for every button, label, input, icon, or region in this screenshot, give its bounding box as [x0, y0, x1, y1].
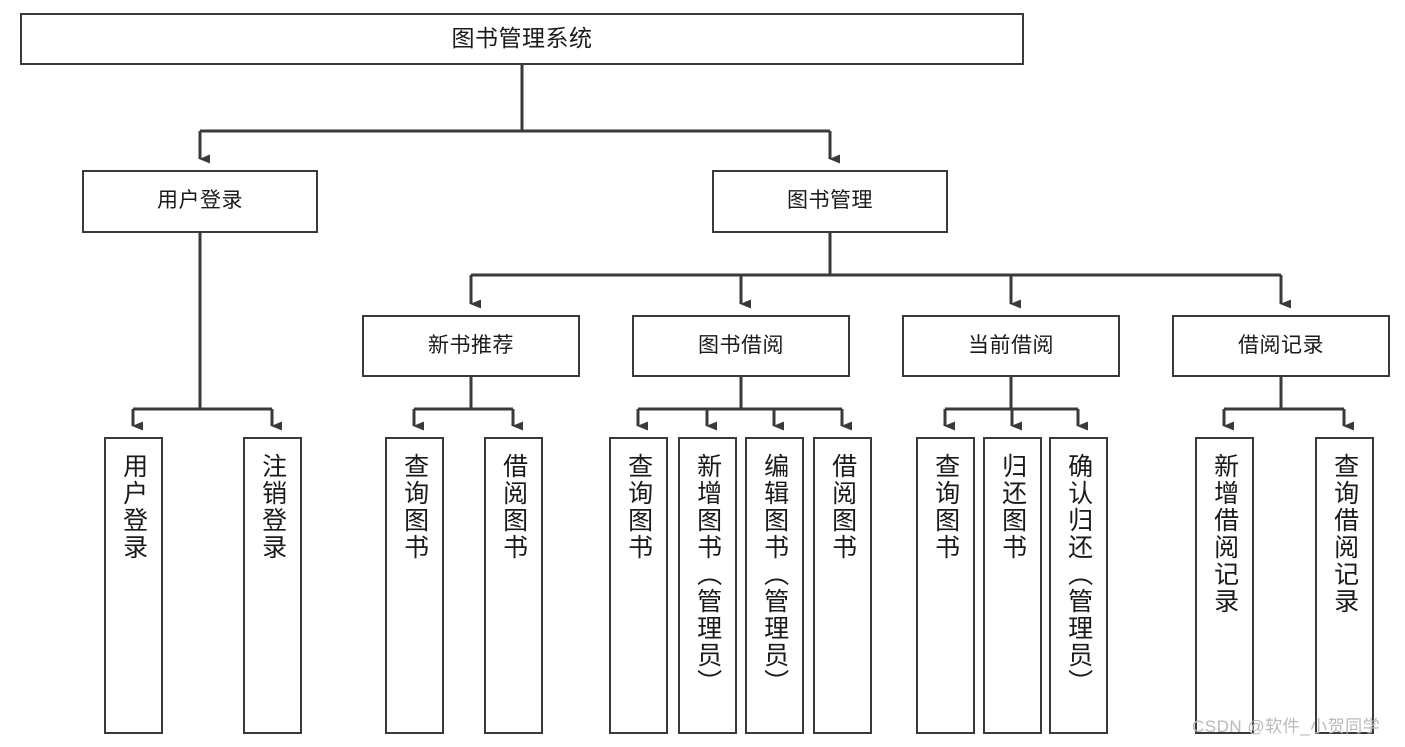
node-leaf-add-book[interactable]: 新增图书（管理员） — [678, 437, 737, 734]
node-leaf-user-logout[interactable]: 注销登录 — [243, 437, 302, 734]
node-leaf-confirm-return-label: 确认归还（管理员） — [1064, 453, 1093, 696]
node-book-borrow[interactable]: 图书借阅 — [632, 315, 850, 377]
node-leaf-return-book[interactable]: 归还图书 — [983, 437, 1042, 734]
node-current-borrow[interactable]: 当前借阅 — [902, 315, 1120, 377]
node-borrow-record-label: 借阅记录 — [1238, 333, 1324, 357]
node-new-book-recommend-label: 新书推荐 — [428, 333, 514, 357]
node-leaf-borrow-book-1-label: 借阅图书 — [499, 453, 528, 561]
node-current-borrow-label: 当前借阅 — [968, 333, 1054, 357]
node-borrow-record[interactable]: 借阅记录 — [1172, 315, 1390, 377]
node-leaf-query-book-2-label: 查询图书 — [624, 453, 653, 561]
node-root[interactable]: 图书管理系统 — [20, 13, 1024, 65]
node-leaf-query-book-3-label: 查询图书 — [931, 453, 960, 561]
node-leaf-add-borrow-record-label: 新增借阅记录 — [1210, 453, 1239, 615]
node-leaf-add-book-label: 新增图书（管理员） — [693, 453, 722, 696]
node-leaf-query-book-3[interactable]: 查询图书 — [916, 437, 975, 734]
node-leaf-user-login-label: 用户登录 — [119, 453, 148, 561]
node-leaf-query-book-1-label: 查询图书 — [400, 453, 429, 561]
node-book-borrow-label: 图书借阅 — [698, 333, 784, 357]
node-leaf-query-book-1[interactable]: 查询图书 — [385, 437, 444, 734]
node-leaf-query-borrow-record[interactable]: 查询借阅记录 — [1315, 437, 1374, 734]
node-leaf-query-borrow-record-label: 查询借阅记录 — [1330, 453, 1359, 615]
node-leaf-query-book-2[interactable]: 查询图书 — [609, 437, 668, 734]
node-user-login-label: 用户登录 — [157, 189, 243, 213]
node-leaf-confirm-return[interactable]: 确认归还（管理员） — [1049, 437, 1108, 734]
node-leaf-return-book-label: 归还图书 — [998, 453, 1027, 561]
node-leaf-add-borrow-record[interactable]: 新增借阅记录 — [1195, 437, 1254, 734]
node-leaf-borrow-book-2-label: 借阅图书 — [828, 453, 857, 561]
node-new-book-recommend[interactable]: 新书推荐 — [362, 315, 580, 377]
csdn-watermark: CSDN @软件_小贺同学 — [1192, 717, 1381, 736]
node-book-management[interactable]: 图书管理 — [712, 170, 948, 233]
node-leaf-borrow-book-1[interactable]: 借阅图书 — [484, 437, 543, 734]
node-leaf-user-logout-label: 注销登录 — [258, 453, 287, 561]
node-leaf-borrow-book-2[interactable]: 借阅图书 — [813, 437, 872, 734]
node-leaf-user-login[interactable]: 用户登录 — [104, 437, 163, 734]
node-leaf-edit-book[interactable]: 编辑图书（管理员） — [745, 437, 804, 734]
node-user-login[interactable]: 用户登录 — [82, 170, 318, 233]
node-root-label: 图书管理系统 — [451, 25, 593, 52]
node-leaf-edit-book-label: 编辑图书（管理员） — [760, 453, 789, 696]
node-book-management-label: 图书管理 — [787, 189, 873, 213]
